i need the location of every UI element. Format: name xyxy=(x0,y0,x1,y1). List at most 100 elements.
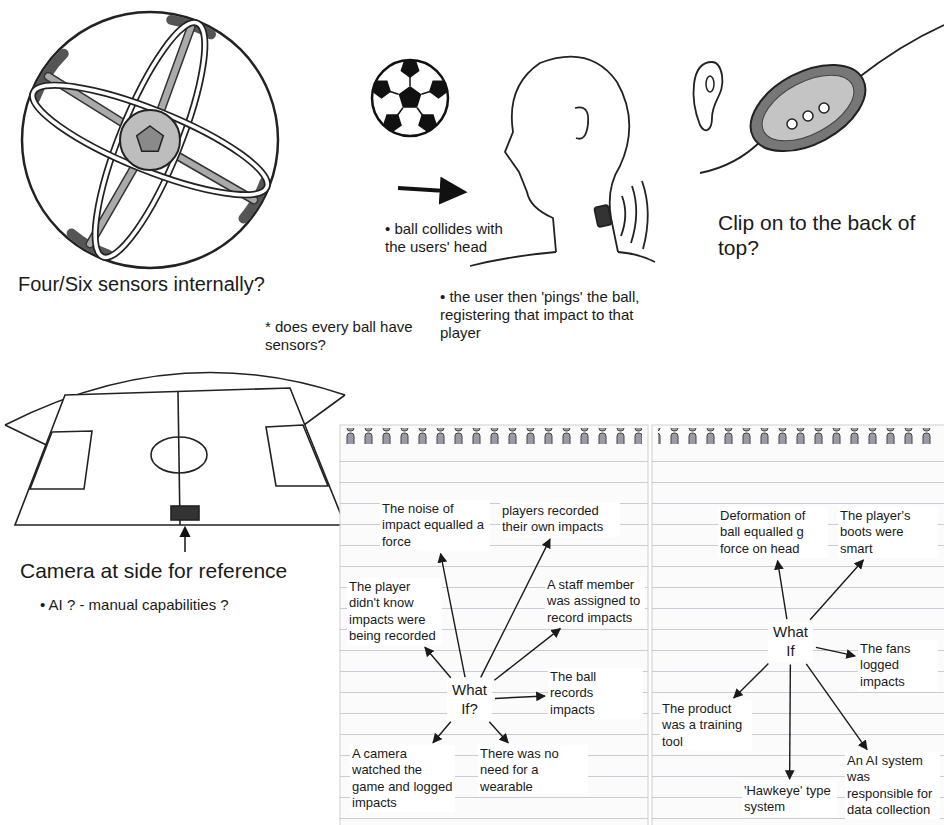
branch-arrow xyxy=(810,560,863,620)
idea-text: The ball records impacts xyxy=(550,669,641,718)
branch-arrow xyxy=(441,554,465,677)
idea-text: 'Hawkeye' type system xyxy=(744,783,835,816)
clip xyxy=(694,62,723,130)
centre-circle xyxy=(151,437,207,473)
cable xyxy=(858,25,944,78)
idea-text: The player's boots were smart xyxy=(840,508,936,557)
ring xyxy=(75,12,225,268)
idea-text: The player didn't know impacts were bein… xyxy=(349,579,440,644)
idea-text: Deformation of ball equalled g force on … xyxy=(720,508,826,557)
branch-arrow xyxy=(734,664,769,698)
pointer-arrow xyxy=(184,528,186,552)
panel xyxy=(383,114,402,132)
ruled-lines xyxy=(652,460,944,825)
notebooks xyxy=(340,425,944,825)
soccer-ball xyxy=(372,60,462,192)
idea-text: What If xyxy=(770,623,811,661)
ring xyxy=(22,65,278,215)
pitch-outline xyxy=(15,388,345,525)
notebook-page xyxy=(340,425,648,825)
panel xyxy=(399,86,422,108)
branch-arrow xyxy=(433,722,451,743)
panel xyxy=(418,114,437,132)
sketch-note: • AI ? - manual capabilities ? xyxy=(40,596,229,614)
spiral-rings xyxy=(658,428,938,444)
idea-node: 'Hawkeye' type system xyxy=(742,782,837,817)
device-body xyxy=(736,47,879,169)
idea-text: The noise of impact equalled a force xyxy=(382,501,488,550)
frame-rings xyxy=(22,12,278,268)
idea-text: players recorded their own impacts xyxy=(502,503,618,536)
branch-arrow xyxy=(489,722,508,743)
ring xyxy=(75,12,225,268)
sketch-note: • the user then 'pings' the ball, regist… xyxy=(440,288,640,342)
panel xyxy=(429,81,448,99)
idea-text: The fans logged impacts xyxy=(860,641,936,690)
motion-arrow xyxy=(398,188,462,192)
hub xyxy=(120,110,180,170)
idea-node: The player's boots were smart xyxy=(838,507,938,558)
shoulders xyxy=(470,252,655,266)
device-button xyxy=(819,103,829,113)
sketch-note: Four/Six sensors internally? xyxy=(18,272,265,296)
device-button xyxy=(803,111,813,121)
head-outline xyxy=(505,57,629,252)
device-button xyxy=(787,119,797,129)
branch-arrow xyxy=(778,561,787,619)
pitch xyxy=(5,372,345,552)
motion-line xyxy=(631,186,636,243)
branch-arrow xyxy=(425,647,451,677)
penalty-box xyxy=(30,431,92,489)
idea-node: The fans logged impacts xyxy=(858,640,938,691)
sketch-note: • ball collides with the users' head xyxy=(385,220,510,256)
branch-arrow xyxy=(789,665,791,780)
idea-node: A staff member was assigned to record im… xyxy=(545,576,645,627)
camera xyxy=(171,506,199,520)
sensor-ball xyxy=(22,12,278,268)
ruled-lines xyxy=(340,460,648,825)
branch-arrow xyxy=(816,647,855,656)
idea-node: The ball records impacts xyxy=(548,668,643,719)
idea-node: There was no need for a wearable xyxy=(478,745,588,796)
sketch-note: Camera at side for reference xyxy=(20,558,287,583)
sketch-note: * does every ball have sensors? xyxy=(265,318,415,354)
sketch-note: Clip on to the back of top? xyxy=(718,210,933,260)
clip-hole xyxy=(706,76,714,92)
neck-sensor xyxy=(594,205,612,227)
branch-arrow xyxy=(481,539,550,677)
penalty-box xyxy=(266,425,328,486)
idea-node: players recorded their own impacts xyxy=(500,502,620,537)
halfway-line xyxy=(178,392,180,525)
clip-device xyxy=(694,25,944,173)
idea-text: The product was a training tool xyxy=(662,701,750,750)
branch-arrow xyxy=(495,696,545,699)
idea-text: A staff member was assigned to record im… xyxy=(547,577,643,626)
motion-line xyxy=(642,181,648,249)
center-node: What If? xyxy=(447,680,492,720)
motion-line xyxy=(621,196,625,236)
idea-node: Deformation of ball equalled g force on … xyxy=(718,507,828,558)
idea-node: The noise of impact equalled a force xyxy=(380,500,490,551)
ear xyxy=(575,107,588,138)
panel xyxy=(372,81,391,99)
idea-text: What If? xyxy=(449,681,490,719)
notebook-page xyxy=(652,425,944,825)
device-face xyxy=(752,62,865,155)
ball-outline xyxy=(372,60,448,136)
cable xyxy=(700,140,762,173)
panel xyxy=(401,60,420,78)
hub-core xyxy=(137,126,164,151)
idea-text: An AI system was responsible for data co… xyxy=(847,753,938,818)
spiral-rings xyxy=(346,428,642,444)
center-node: What If xyxy=(768,622,813,662)
ball-panels xyxy=(372,60,448,132)
ball-shell xyxy=(22,12,278,268)
idea-text: A camera watched the game and logged imp… xyxy=(352,746,453,811)
idea-text: There was no need for a wearable xyxy=(480,746,586,795)
idea-node: The product was a training tool xyxy=(660,700,752,751)
idea-node: An AI system was responsible for data co… xyxy=(845,752,940,819)
idea-node: A camera watched the game and logged imp… xyxy=(350,745,455,812)
idea-node: The player didn't know impacts were bein… xyxy=(347,578,442,645)
ring xyxy=(22,65,278,215)
